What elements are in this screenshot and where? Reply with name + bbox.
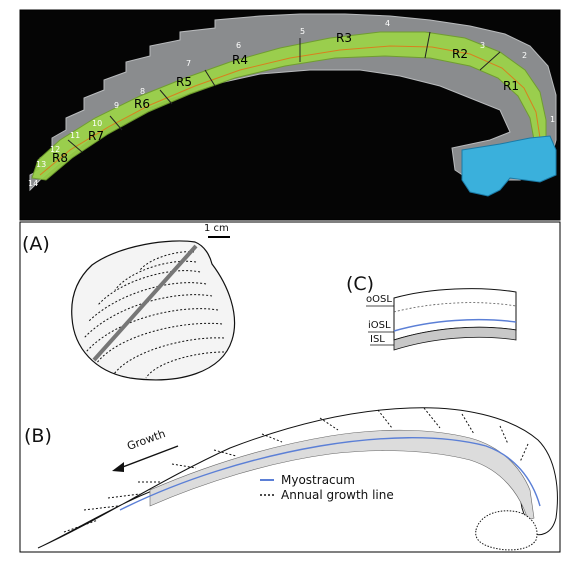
panel-a: (A) xyxy=(22,233,236,381)
region-label: R3 xyxy=(336,31,352,45)
growth-number: 10 xyxy=(92,119,102,128)
layer-label-isl: ISL xyxy=(370,334,385,345)
growth-number: 13 xyxy=(36,160,46,169)
scale-bar: 1 cm xyxy=(204,223,230,238)
growth-number: 4 xyxy=(385,19,390,28)
shell-photo-panel: R1 R2 R3 R4 R5 R6 R7 R8 1 2 3 4 5 6 7 8 … xyxy=(19,9,561,238)
growth-number: 5 xyxy=(300,27,305,36)
scale-bar-label: 1 cm xyxy=(204,223,229,234)
shell-section-inner xyxy=(149,429,535,521)
growth-number: 14 xyxy=(28,179,38,188)
layer-dotted-line xyxy=(393,302,517,313)
hinge-region xyxy=(475,510,538,551)
panel-label-b: (B) xyxy=(24,425,52,447)
growth-number: 12 xyxy=(50,145,60,154)
panel-label-a: (A) xyxy=(22,233,50,255)
growth-number: 8 xyxy=(140,87,145,96)
growth-number: 3 xyxy=(480,41,485,50)
region-label: R2 xyxy=(452,47,468,61)
growth-number: 1 xyxy=(550,115,555,124)
region-label: R5 xyxy=(176,75,192,89)
region-label: R7 xyxy=(88,129,104,143)
myostracum-line-c xyxy=(393,318,517,332)
umbo-region xyxy=(461,135,557,197)
growth-label: Growth xyxy=(125,427,167,453)
section-line xyxy=(92,244,198,362)
inner-shell-layer xyxy=(393,326,517,351)
growth-number: 6 xyxy=(236,41,241,50)
legend-myostracum-label: Myostracum xyxy=(281,473,355,487)
clam-outline xyxy=(71,240,236,381)
lower-panel-frame xyxy=(19,221,561,553)
growth-number: 7 xyxy=(186,59,191,68)
growth-arrow: Growth xyxy=(112,427,179,472)
growth-number: 2 xyxy=(522,51,527,60)
region-label: R1 xyxy=(503,79,519,93)
panel-c: (C) oOSL iOSL ISL xyxy=(346,273,517,351)
legend: Myostracum Annual growth line xyxy=(260,473,394,502)
legend-growth-label: Annual growth line xyxy=(281,488,394,502)
region-label: R6 xyxy=(134,97,150,111)
layer-label-oosl: oOSL xyxy=(366,294,392,305)
region-label: R4 xyxy=(232,53,248,67)
layer-label-iosl: iOSL xyxy=(368,320,391,331)
panel-label-c: (C) xyxy=(346,273,374,295)
growth-number: 9 xyxy=(114,101,119,110)
clam-growth-lines xyxy=(83,251,225,379)
growth-number: 11 xyxy=(70,131,80,140)
panel-b: (B) Growth xyxy=(24,407,558,551)
photo-myostracum-trace xyxy=(39,45,541,176)
myostracum-line-b xyxy=(119,437,541,511)
annual-growth-lines xyxy=(63,407,529,533)
region-label: R8 xyxy=(52,151,68,165)
region-dividers xyxy=(67,31,501,153)
